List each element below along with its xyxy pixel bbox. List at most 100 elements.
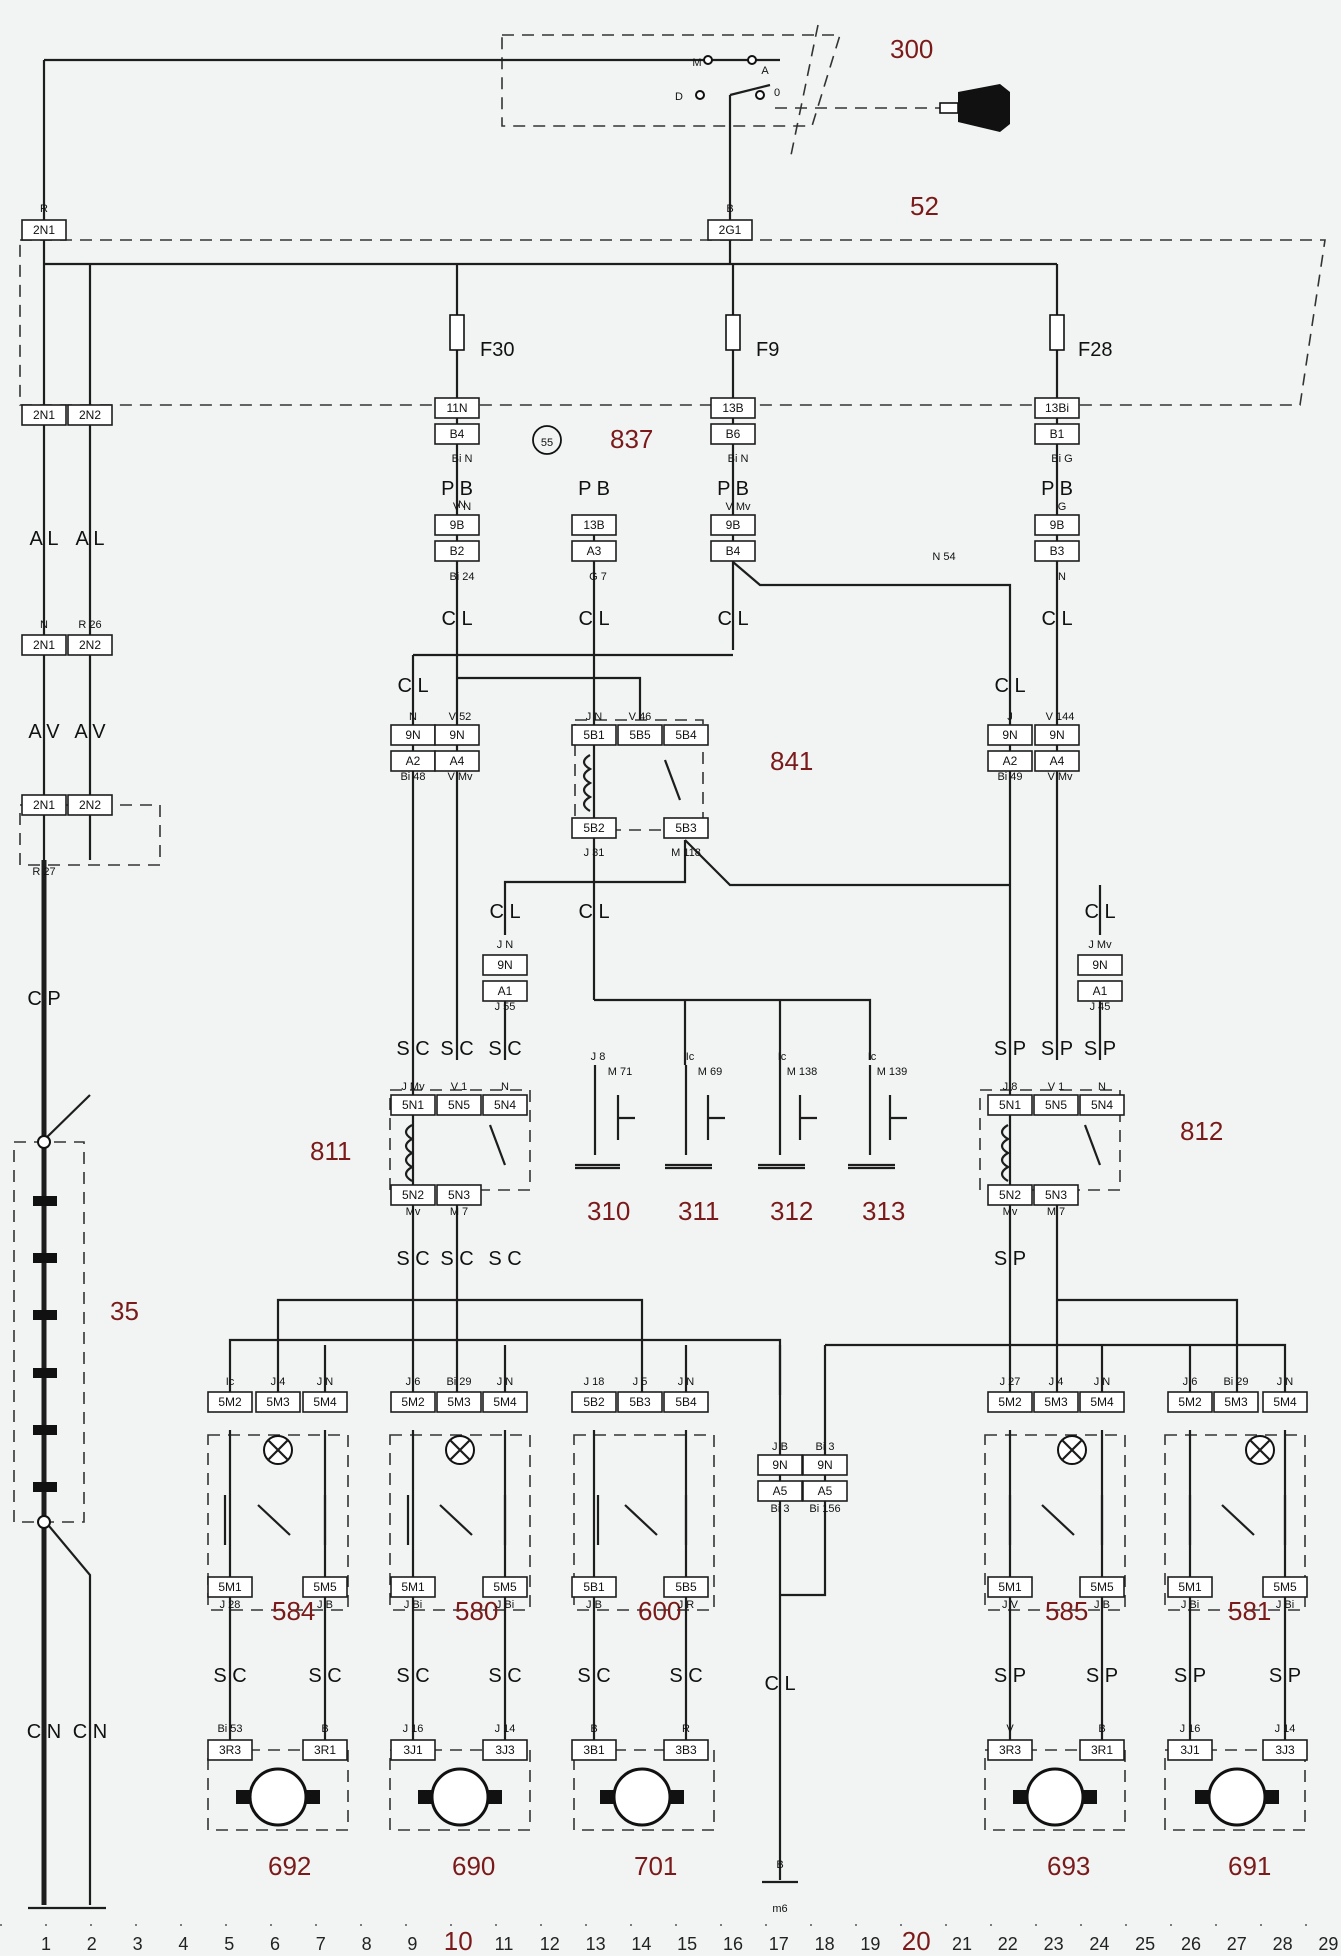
column-number: 8 [362, 1934, 372, 1954]
pin-label: J Bi [496, 1599, 514, 1611]
pin-label: J 14 [1275, 1723, 1296, 1735]
ref-label: 691 [1228, 1851, 1271, 1881]
connector-label: 9N [1049, 728, 1064, 742]
connector-label: 5B4 [675, 1395, 697, 1409]
wire-code: C L [1041, 608, 1072, 630]
column-number: 12 [540, 1934, 560, 1954]
fuse-label: F28 [1078, 339, 1112, 361]
pin-label: V Mv [725, 501, 751, 513]
connector-box [434, 423, 480, 445]
connector-label: 5B1 [583, 728, 605, 742]
connector-label: A3 [587, 544, 602, 558]
connector-label: 5B3 [675, 821, 697, 835]
connector-label: 5M5 [1273, 1580, 1297, 1594]
pin-label: J Bi [1276, 1599, 1294, 1611]
connector-label: 11N [446, 401, 467, 415]
pin-label: J N [1094, 1376, 1111, 1388]
pin-label: Bi 29 [446, 1376, 471, 1388]
pin-label: Bi G [1051, 453, 1072, 465]
connector-label: 9B [726, 518, 741, 532]
connector-box [663, 1391, 709, 1413]
connector-label: 5M1 [401, 1580, 425, 1594]
pin-label: V 46 [629, 711, 652, 723]
column-number: 15 [677, 1934, 697, 1954]
wire-code: S C [669, 1665, 702, 1687]
pin-label: R 27 [32, 866, 55, 878]
connector-label: 13Bi [1045, 401, 1069, 415]
pin-label: V Mv [1047, 771, 1073, 783]
connector-label: 5M3 [1224, 1395, 1248, 1409]
connector-label: 5M4 [493, 1395, 517, 1409]
connector-label: 5B3 [629, 1395, 651, 1409]
pin-label: Ic [778, 1051, 787, 1063]
connector-box [434, 724, 480, 746]
pin-label: B [726, 203, 733, 215]
wire-code: C N [27, 1721, 61, 1743]
connector-box [987, 1739, 1033, 1761]
column-number: 26 [1181, 1934, 1201, 1954]
wire-code: S C [577, 1665, 610, 1687]
ref-label: 701 [634, 1851, 677, 1881]
pin-label: M 71 [608, 1066, 632, 1078]
connector-box [1077, 980, 1123, 1002]
pin-label: Bi 156 [809, 1503, 840, 1515]
connector-box [1079, 1576, 1125, 1598]
pin-label: J 16 [1180, 1723, 1201, 1735]
ref-circle-label: 55 [541, 437, 553, 449]
pin-label: J N [586, 711, 603, 723]
fuse-label: F9 [756, 339, 779, 361]
connector-label: B2 [450, 544, 465, 558]
column-number: 16 [723, 1934, 743, 1954]
wire-code: C L [441, 608, 472, 630]
connector-label: 3B3 [675, 1743, 697, 1757]
wire-code: S C [396, 1665, 429, 1687]
connector-box [434, 750, 480, 772]
pin-label: R [40, 203, 48, 215]
column-number: 29 [1318, 1934, 1338, 1954]
connector-label: 5M4 [313, 1395, 337, 1409]
connector-box [390, 1094, 436, 1116]
pin-label: J B [772, 1441, 788, 1453]
connector-box [434, 540, 480, 562]
ref-label: 693 [1047, 1851, 1090, 1881]
ref-label: 690 [452, 1851, 495, 1881]
connector-box [67, 634, 113, 656]
wire-code: S P [994, 1248, 1026, 1270]
connector-box [390, 1391, 436, 1413]
connector-label: 3R3 [999, 1743, 1021, 1757]
pin-label: J 45 [1090, 1001, 1111, 1013]
connector-box [1262, 1391, 1308, 1413]
switch-letter: 0 [774, 87, 780, 99]
connector-label: 13B [583, 518, 604, 532]
connector-box [436, 1391, 482, 1413]
pin-label: Ic [868, 1051, 877, 1063]
connector-label: 3R3 [219, 1743, 241, 1757]
connector-label: 5M1 [998, 1580, 1022, 1594]
pin-label: J 27 [1000, 1376, 1021, 1388]
pin-label: J 8 [1003, 1081, 1018, 1093]
pin-label: J B [586, 1599, 602, 1611]
connector-box [571, 1739, 617, 1761]
wire-code: C L [1084, 901, 1115, 923]
connector-label: 9N [772, 1458, 787, 1472]
connector-label: 2N1 [33, 408, 55, 422]
connector-label: A1 [1093, 984, 1108, 998]
pin-label: V 52 [449, 711, 472, 723]
pin-label: J Mv [1088, 939, 1112, 951]
connector-label: 5B1 [583, 1580, 605, 1594]
connector-box [663, 1739, 709, 1761]
connector-box [1034, 514, 1080, 536]
column-number: 1 [41, 1934, 51, 1954]
pin-label: M 69 [698, 1066, 722, 1078]
wire-code: C L [717, 608, 748, 630]
connector-box [710, 514, 756, 536]
connector-box [1033, 1184, 1079, 1206]
connector-box [987, 724, 1033, 746]
pin-label: Bi N [728, 453, 749, 465]
connector-box [571, 724, 617, 746]
wire-code: S C [488, 1665, 521, 1687]
pin-label: J N [497, 939, 514, 951]
pin-label: Ic [226, 1376, 235, 1388]
